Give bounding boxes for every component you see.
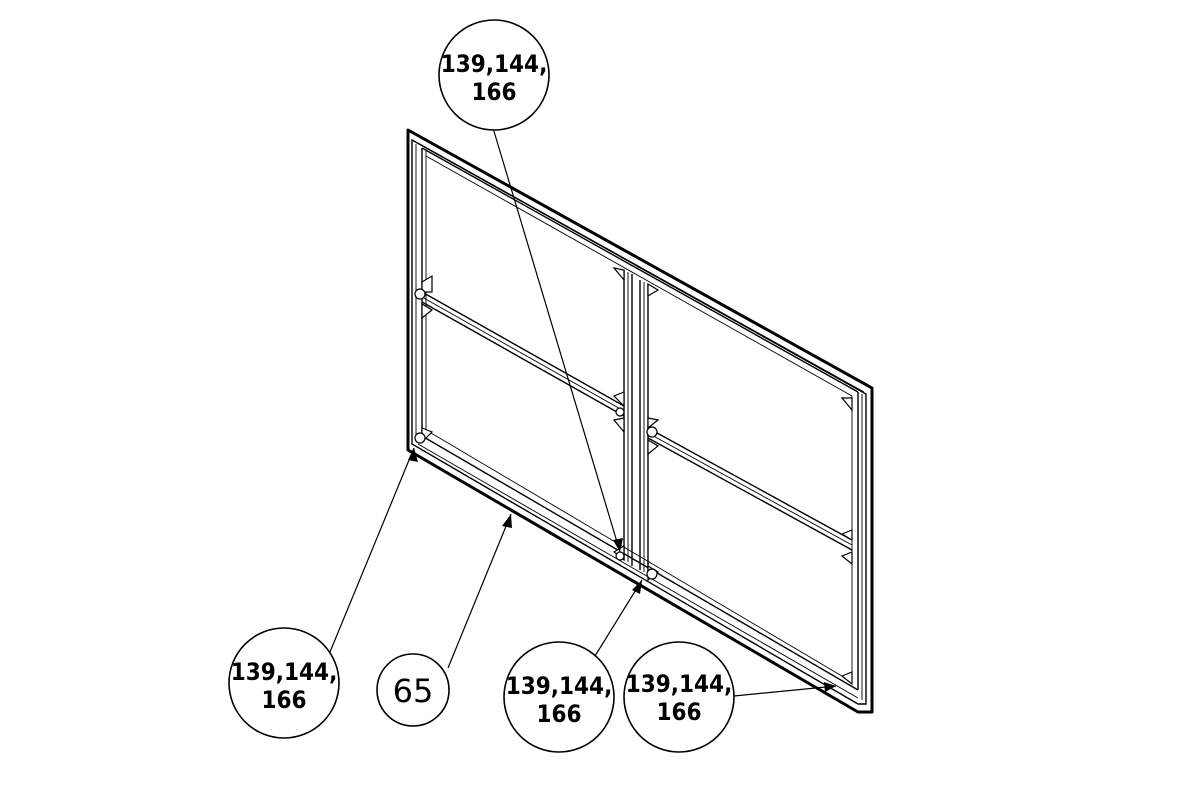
- balloon-bottom-right: 139,144, 166: [623, 641, 735, 753]
- corner-gussets: [414, 267, 853, 686]
- balloon-bottom-right-line2: 166: [656, 698, 701, 726]
- leader-65: [447, 513, 512, 669]
- balloon-65: 65: [376, 653, 450, 727]
- arrowhead-65: [502, 514, 512, 528]
- balloon-bottom-mid-line2: 166: [536, 700, 581, 728]
- balloon-top-line2: 166: [471, 78, 516, 106]
- leader-top: [492, 127, 621, 553]
- arrowhead-bottom-left: [408, 448, 418, 462]
- balloon-bottom-mid: 139,144, 166: [503, 641, 615, 753]
- balloon-bottom-left-line2: 166: [261, 686, 306, 714]
- frame-outer-profile-edge: [411, 138, 867, 705]
- leader-bottom-mid: [594, 579, 643, 657]
- balloon-65-label: 65: [393, 672, 434, 710]
- balloon-bottom-left-line1: 139,144,: [231, 658, 338, 686]
- balloon-bottom-right-line1: 139,144,: [626, 670, 733, 698]
- balloon-top: 139,144, 166: [438, 19, 550, 131]
- center-post: [623, 270, 649, 576]
- arrowhead-bottom-mid: [632, 580, 642, 594]
- left-mid-rail: [421, 291, 625, 417]
- leader-bottom-left: [329, 447, 415, 653]
- frame-outer-outline: [406, 128, 874, 714]
- balloon-top-line1: 139,144,: [441, 50, 548, 78]
- panel-frame: [406, 128, 874, 714]
- balloon-bottom-left: 139,144, 166: [228, 627, 340, 739]
- arrowhead-top: [613, 538, 623, 552]
- bottom-rail: [417, 429, 859, 699]
- balloon-bottom-mid-line1: 139,144,: [506, 672, 613, 700]
- leader-bottom-right: [733, 685, 837, 697]
- right-mid-rail: [647, 427, 853, 551]
- arrowhead-bottom-right: [824, 682, 836, 692]
- leader-lines: [329, 127, 837, 697]
- right-post: [851, 392, 863, 700]
- top-rail: [417, 142, 865, 397]
